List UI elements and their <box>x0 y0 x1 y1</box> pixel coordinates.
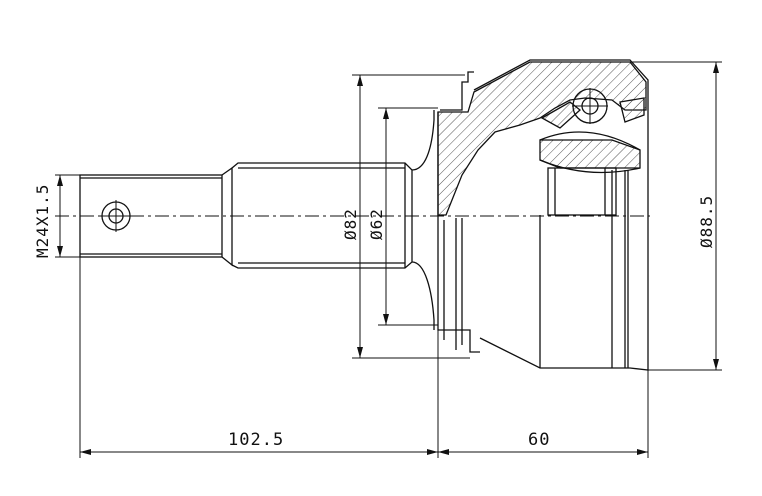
label-length-60: 60 <box>528 430 550 450</box>
bell-housing <box>437 59 649 371</box>
dim-diameter-82 <box>352 74 470 359</box>
dimension-arrowheads <box>57 62 719 455</box>
dim-length-60 <box>438 370 649 458</box>
dim-diameter-88-5 <box>630 61 722 371</box>
ball-icon <box>572 88 608 124</box>
dim-diameter-62 <box>378 107 438 326</box>
label-length-102-5: 102.5 <box>228 430 284 450</box>
threaded-stub <box>79 166 233 267</box>
hatched-section <box>437 61 647 216</box>
label-dia-62: Ø62 <box>367 208 386 240</box>
pin-hole-icon <box>100 200 132 232</box>
neck <box>411 110 435 330</box>
dim-length-102-5 <box>79 257 439 458</box>
spline-shaft <box>231 162 413 269</box>
dim-thread <box>55 174 80 258</box>
ball-cage <box>539 131 641 216</box>
label-thread: M24X1.5 <box>33 184 52 258</box>
label-dia-88-5: Ø88.5 <box>697 195 716 248</box>
label-dia-82: Ø82 <box>341 208 360 240</box>
